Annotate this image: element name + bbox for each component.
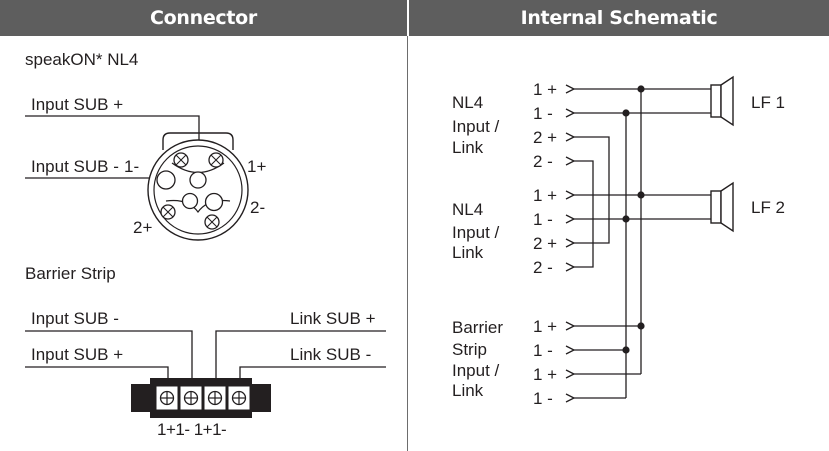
panel-divider — [407, 36, 408, 451]
pin-labels: 1 + 1 - 2 + 2 - 1 + 1 - 2 + 2 - 1 + 1 - … — [533, 80, 557, 408]
link-sub-minus-label: Link SUB - — [290, 345, 371, 364]
group1-label: NL4 Input / Link — [452, 93, 504, 157]
g2-pin-1-plus: 1 + — [533, 186, 557, 205]
barrier-input-minus-wire — [25, 330, 193, 392]
barrier-input-minus-label: Input SUB - — [31, 309, 119, 328]
pin-2-minus-label: 2- — [250, 198, 265, 217]
input-sub-minus-label: Input SUB - — [31, 157, 119, 176]
barrier-input-plus-label: Input SUB + — [31, 345, 123, 364]
lf2-label: LF 2 — [751, 198, 785, 217]
barrier-terminal-labels: 1+1- 1+1- — [157, 420, 226, 439]
g2-pin-2-plus: 2 + — [533, 234, 557, 253]
barrier-title: Barrier Strip — [25, 264, 116, 283]
g3-pin-1-minus-b: 1 - — [533, 389, 553, 408]
g2-pin-2-minus: 2 - — [533, 258, 553, 277]
connector-header: Connector — [0, 0, 407, 36]
pin-2-plus-label: 2+ — [133, 218, 152, 237]
barrier-strip-block — [131, 378, 271, 418]
nl4-title: speakON* NL4 — [25, 50, 138, 69]
junction-dots — [622, 85, 645, 354]
schematic-wires — [574, 88, 711, 399]
link-sub-plus-wire — [215, 330, 386, 392]
speaker-lf1-icon — [710, 75, 734, 127]
g1-pin-1-minus: 1 - — [533, 104, 553, 123]
group2-label: NL4 Input / Link — [452, 200, 504, 262]
speaker-lf2-icon — [710, 181, 734, 233]
pin-1-plus-label: 1+ — [247, 157, 266, 176]
nl4-connector-face — [147, 132, 249, 241]
input-sub-plus-label: Input SUB + — [31, 95, 123, 114]
g2-pin-1-minus: 1 - — [533, 210, 553, 229]
g3-pin-1-plus-b: 1 + — [533, 365, 557, 384]
pin-1-minus-label: 1- — [124, 157, 139, 176]
g1-pin-2-minus: 2 - — [533, 152, 553, 171]
group3-label: Barrier Strip Input / Link — [452, 318, 508, 400]
g3-pin-1-plus-a: 1 + — [533, 317, 557, 336]
g1-pin-2-plus: 2 + — [533, 128, 557, 147]
link-sub-plus-label: Link SUB + — [290, 309, 376, 328]
schematic-header: Internal Schematic — [409, 0, 829, 36]
pin-arrows — [565, 84, 576, 403]
lf1-label: LF 1 — [751, 93, 785, 112]
g3-pin-1-minus-a: 1 - — [533, 341, 553, 360]
g1-pin-1-plus: 1 + — [533, 80, 557, 99]
